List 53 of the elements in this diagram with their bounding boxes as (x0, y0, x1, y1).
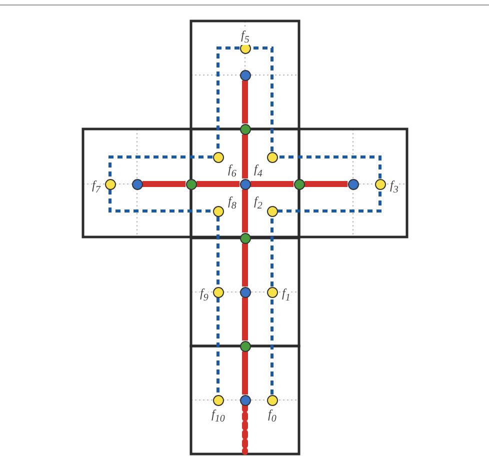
point-marker (240, 286, 250, 298)
point-marker (266, 394, 278, 406)
point-label: f$_{2}$ (254, 195, 262, 212)
connector-line (304, 181, 348, 187)
connector-line (270, 216, 274, 286)
point-label: f$_{5}$ (241, 29, 250, 46)
point-marker (294, 178, 304, 190)
point-marker (374, 178, 386, 190)
point-label: f$_{7}$ (92, 179, 100, 196)
connector-line (108, 190, 212, 212)
connector-line (242, 244, 248, 286)
point-marker (266, 206, 278, 216)
connector-line (216, 298, 220, 394)
point-marker (240, 340, 250, 352)
connector-line (216, 46, 240, 152)
connector-line (278, 156, 382, 178)
connector-line (108, 156, 212, 178)
point-marker (240, 232, 250, 244)
connector-line (270, 298, 274, 394)
point-marker (212, 394, 224, 406)
point-marker (240, 70, 250, 80)
connector-line (242, 298, 248, 340)
point-label: f$_{6}$ (228, 163, 236, 180)
point-label: f$_{9}$ (200, 287, 208, 304)
point-marker (186, 178, 196, 190)
point-marker (348, 178, 358, 190)
point-label: f$_{3}$ (390, 179, 398, 196)
point-label: f$_{4}$ (254, 163, 262, 180)
point-marker (266, 152, 278, 162)
point-marker (104, 178, 116, 190)
connector-line (242, 134, 248, 178)
connector-line (216, 216, 220, 286)
point-label: f$_{10}$ (212, 408, 225, 424)
connector-line (242, 402, 248, 455)
point-label: f$_{1}$ (282, 287, 290, 304)
point-label: f$_{0}$ (268, 408, 276, 424)
point-marker (212, 152, 224, 162)
connector-line (142, 181, 186, 187)
connector-line (250, 181, 294, 187)
point-label: f$_{8}$ (228, 195, 236, 212)
connector-line (242, 190, 248, 232)
connector-line (242, 352, 248, 394)
point-marker (266, 286, 278, 298)
point-marker (240, 178, 250, 190)
connector-line (242, 80, 248, 124)
connector-line (250, 46, 274, 152)
point-marker (132, 178, 142, 190)
connector-line (196, 181, 240, 187)
point-marker (240, 124, 250, 134)
point-marker (212, 286, 224, 298)
point-marker (212, 206, 224, 216)
connector-line (278, 190, 382, 212)
point-marker (240, 394, 250, 406)
